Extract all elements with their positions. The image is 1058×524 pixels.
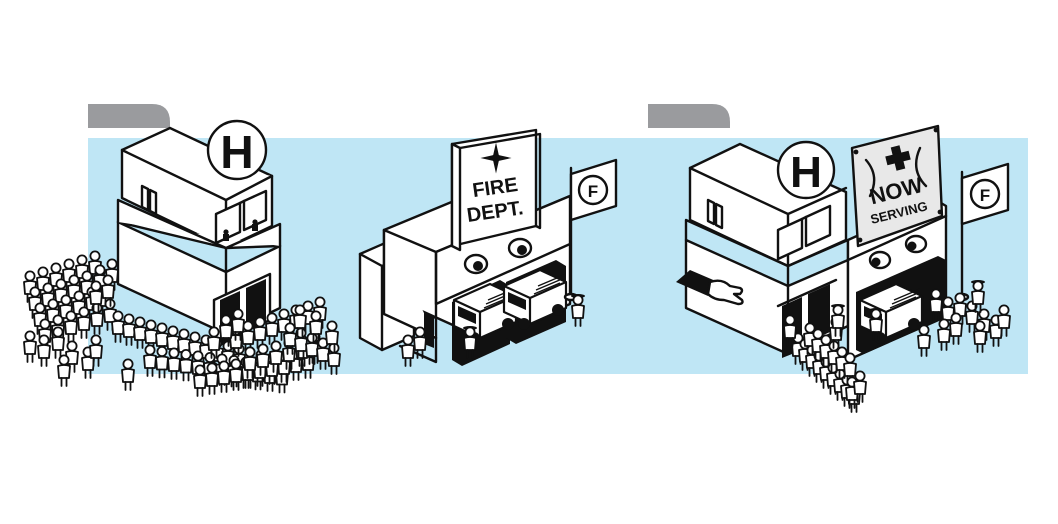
person bbox=[167, 347, 181, 380]
flag-letter-right: F bbox=[980, 186, 990, 205]
person bbox=[51, 326, 65, 359]
medical-cross-icon bbox=[885, 145, 911, 171]
hospital-sign-letter: H bbox=[220, 126, 253, 178]
person bbox=[205, 362, 219, 395]
flag-middle: F bbox=[563, 158, 618, 302]
person bbox=[121, 358, 135, 391]
flag-right: F bbox=[954, 162, 1010, 302]
tab-left bbox=[88, 104, 170, 128]
hospital-building-left bbox=[116, 126, 282, 348]
person bbox=[217, 360, 231, 393]
hospital-sign-right: H bbox=[776, 140, 836, 200]
merged-building bbox=[676, 142, 948, 362]
now-serving-banner: NOW SERVING bbox=[850, 124, 944, 248]
person bbox=[57, 354, 71, 387]
tab-right bbox=[648, 104, 730, 128]
person bbox=[37, 334, 51, 367]
flag-letter-middle: F bbox=[588, 182, 598, 201]
hospital-sign-left: H bbox=[206, 119, 268, 181]
maltese-cross-icon bbox=[480, 142, 512, 174]
person bbox=[23, 330, 37, 363]
person bbox=[64, 310, 78, 343]
person bbox=[179, 348, 193, 382]
person bbox=[193, 364, 207, 397]
hospital-sign-letter-right: H bbox=[790, 148, 822, 197]
